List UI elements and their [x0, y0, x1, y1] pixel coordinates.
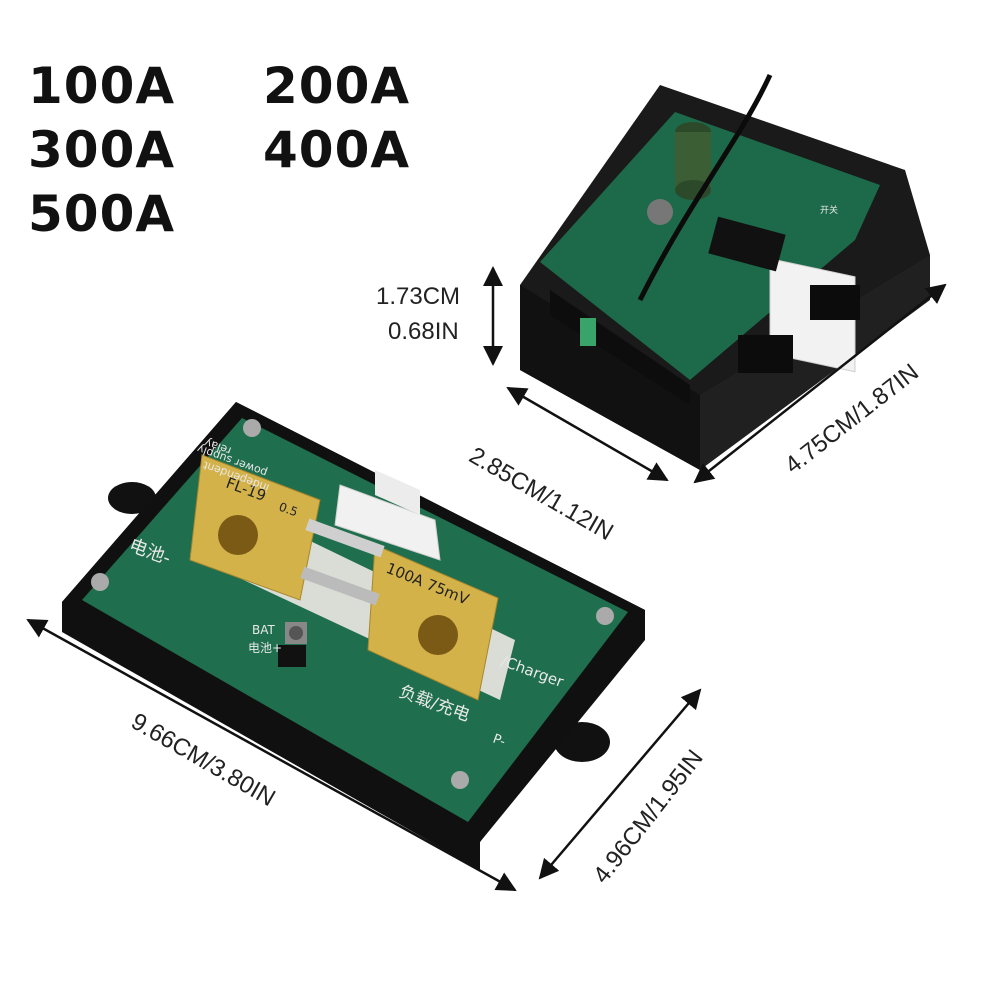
shunt-class: 0.5: [277, 500, 300, 520]
current-ratings: 100A 200A 300A 400A 500A: [28, 58, 423, 242]
battery-positive-label: BAT: [252, 623, 276, 637]
rating-label: 100A: [28, 57, 176, 115]
shunt-dimension-arrows: [26, 618, 702, 892]
battery-positive-cn-label: 电池+: [248, 641, 282, 655]
rating-label: 200A: [263, 57, 411, 115]
meter-dimension-arrows: [483, 266, 947, 484]
meter-height-cm: 1.73CM: [376, 283, 461, 310]
meter-height-in: 0.68IN: [388, 318, 459, 345]
rating-label: 400A: [263, 121, 411, 179]
rating-label: 500A: [28, 185, 176, 243]
rating-label: 300A: [28, 121, 176, 179]
switch-label: 开关: [820, 204, 838, 216]
